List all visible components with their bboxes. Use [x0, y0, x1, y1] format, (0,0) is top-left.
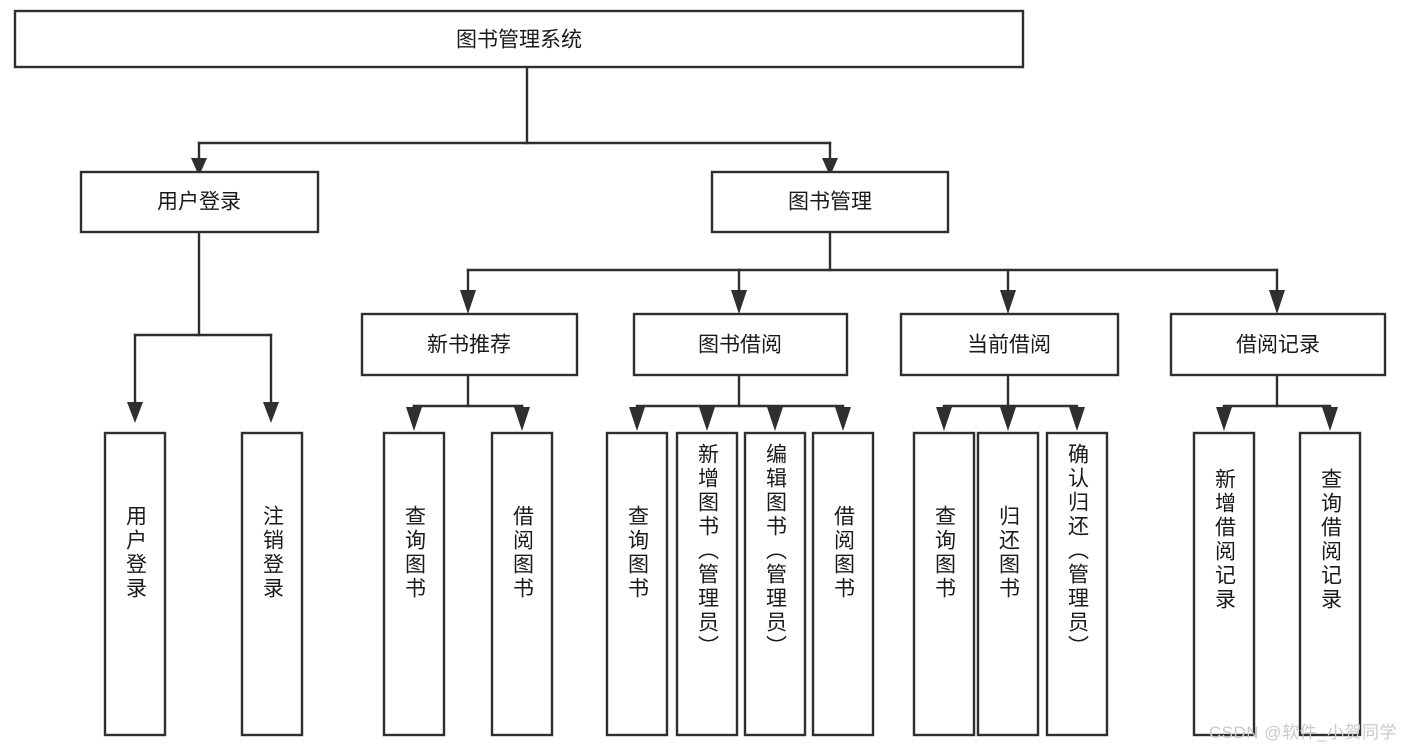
arrow-leaf-return-book — [1000, 407, 1016, 431]
node-user-login-label: 用户登录 — [157, 191, 241, 214]
node-leaf-add-book-box[interactable] — [675, 431, 739, 737]
arrow-book-borrow — [731, 290, 747, 314]
arrow-leaf-add-record — [1216, 407, 1232, 431]
node-leaf-query-book-2[interactable]: 查询图书 — [605, 431, 669, 737]
node-leaf-confirm-return[interactable]: 确认归还（管理员） — [1045, 431, 1109, 737]
node-root-box[interactable] — [13, 9, 1025, 69]
node-leaf-query-book-3-box[interactable] — [912, 431, 976, 737]
node-borrow-record-box[interactable] — [1169, 312, 1387, 377]
arrow-leaf-add-book — [699, 407, 715, 431]
node-leaf-user-login-label: 用户登录 — [124, 505, 148, 601]
arrow-leaf-user-login — [127, 402, 143, 423]
csdn-watermark: CSDN @软件_小贺同学 — [1208, 723, 1397, 742]
node-leaf-borrow-book-1-label: 借阅图书 — [511, 505, 535, 601]
node-leaf-borrow-book-2[interactable]: 借阅图书 — [811, 431, 875, 737]
node-leaf-add-record-box[interactable] — [1192, 431, 1256, 737]
node-user-login[interactable]: 用户登录 — [79, 170, 320, 234]
node-leaf-return-book-label: 归还图书 — [997, 505, 1021, 601]
node-root-label: 图书管理系统 — [456, 29, 582, 52]
node-leaf-return-book-box[interactable] — [976, 431, 1040, 737]
node-leaf-borrow-book-2-label: 借阅图书 — [832, 505, 856, 601]
node-book-manage-label: 图书管理 — [788, 191, 872, 214]
node-user-login-box[interactable] — [79, 170, 320, 234]
node-leaf-query-book-1[interactable]: 查询图书 — [382, 431, 446, 737]
node-leaf-return-book[interactable]: 归还图书 — [976, 431, 1040, 737]
node-leaf-add-book[interactable]: 新增图书（管理员） — [675, 431, 739, 737]
arrow-leaf-query-book-3 — [936, 407, 952, 431]
connector-layer — [127, 65, 1338, 431]
node-leaf-confirm-return-label: 确认归还（管理员） — [1066, 443, 1090, 659]
node-leaf-query-record-box[interactable] — [1298, 431, 1362, 737]
node-leaf-query-record[interactable]: 查询借阅记录 — [1298, 431, 1362, 737]
node-leaf-query-record-label: 查询借阅记录 — [1319, 468, 1343, 612]
node-leaf-add-record[interactable]: 新增借阅记录 — [1192, 431, 1256, 737]
node-borrow-record[interactable]: 借阅记录 — [1169, 312, 1387, 377]
node-leaf-query-book-2-label: 查询图书 — [626, 505, 650, 601]
node-leaf-query-book-2-box[interactable] — [605, 431, 669, 737]
node-book-borrow-box[interactable] — [632, 312, 849, 377]
arrow-book-manage — [822, 158, 838, 176]
arrow-user-login — [191, 158, 207, 176]
arrow-current-borrow — [1000, 290, 1016, 314]
node-current-borrow-label: 当前借阅 — [967, 334, 1051, 357]
arrow-leaf-edit-book — [767, 407, 783, 431]
node-leaf-confirm-return-box[interactable] — [1045, 431, 1109, 737]
node-root[interactable]: 图书管理系统 — [13, 9, 1025, 69]
node-leaf-query-book-1-label: 查询图书 — [403, 505, 427, 601]
node-new-book-rec-box[interactable] — [360, 312, 579, 377]
node-leaf-logout-box[interactable] — [240, 431, 304, 737]
node-current-borrow[interactable]: 当前借阅 — [899, 312, 1120, 377]
node-leaf-query-book-1-box[interactable] — [382, 431, 446, 737]
node-leaf-logout[interactable]: 注销登录 — [240, 431, 304, 737]
node-leaf-borrow-book-1[interactable]: 借阅图书 — [490, 431, 554, 737]
arrow-leaf-borrow-book-2 — [835, 407, 851, 431]
node-leaf-user-login-box[interactable] — [103, 431, 167, 737]
node-leaf-add-book-label: 新增图书（管理员） — [696, 443, 720, 659]
node-book-manage[interactable]: 图书管理 — [710, 170, 950, 234]
node-book-borrow[interactable]: 图书借阅 — [632, 312, 849, 377]
arrow-borrow-record — [1269, 290, 1285, 314]
node-leaf-user-login[interactable]: 用户登录 — [103, 431, 167, 737]
arrow-leaf-borrow-book-1 — [514, 407, 530, 431]
node-leaf-query-book-3-label: 查询图书 — [933, 505, 957, 601]
node-book-borrow-label: 图书借阅 — [698, 334, 782, 357]
node-new-book-rec-label: 新书推荐 — [427, 334, 511, 357]
arrow-leaf-query-book-2 — [629, 407, 645, 431]
arrow-leaf-confirm-return — [1069, 407, 1085, 431]
node-new-book-rec[interactable]: 新书推荐 — [360, 312, 579, 377]
node-leaf-borrow-book-2-box[interactable] — [811, 431, 875, 737]
arrow-leaf-query-book-1 — [406, 407, 422, 431]
node-book-manage-box[interactable] — [710, 170, 950, 234]
node-leaf-add-record-label: 新增借阅记录 — [1213, 468, 1237, 612]
node-current-borrow-box[interactable] — [899, 312, 1120, 377]
arrow-leaf-logout — [263, 402, 279, 423]
node-leaf-edit-book-box[interactable] — [743, 431, 807, 737]
node-borrow-record-label: 借阅记录 — [1236, 334, 1320, 357]
node-leaf-edit-book-label: 编辑图书（管理员） — [764, 443, 788, 659]
arrow-new-book-rec — [460, 290, 476, 314]
node-leaf-borrow-book-1-box[interactable] — [490, 431, 554, 737]
node-leaf-logout-label: 注销登录 — [261, 505, 285, 601]
node-leaf-edit-book[interactable]: 编辑图书（管理员） — [743, 431, 807, 737]
node-leaf-query-book-3[interactable]: 查询图书 — [912, 431, 976, 737]
arrow-leaf-query-record — [1322, 407, 1338, 431]
